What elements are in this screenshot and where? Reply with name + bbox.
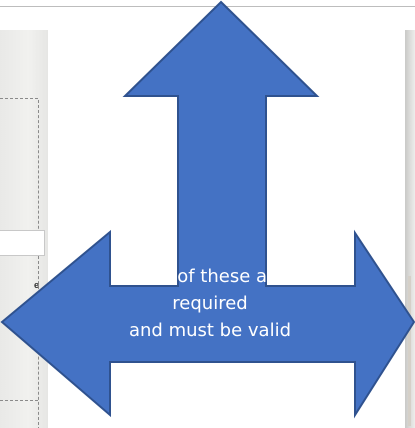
callout-line-1: One of these are required bbox=[100, 263, 320, 317]
arrow-shape bbox=[2, 2, 414, 415]
callout-text: One of these are required and must be va… bbox=[100, 263, 320, 344]
callout-line-2: and must be valid bbox=[100, 317, 320, 344]
